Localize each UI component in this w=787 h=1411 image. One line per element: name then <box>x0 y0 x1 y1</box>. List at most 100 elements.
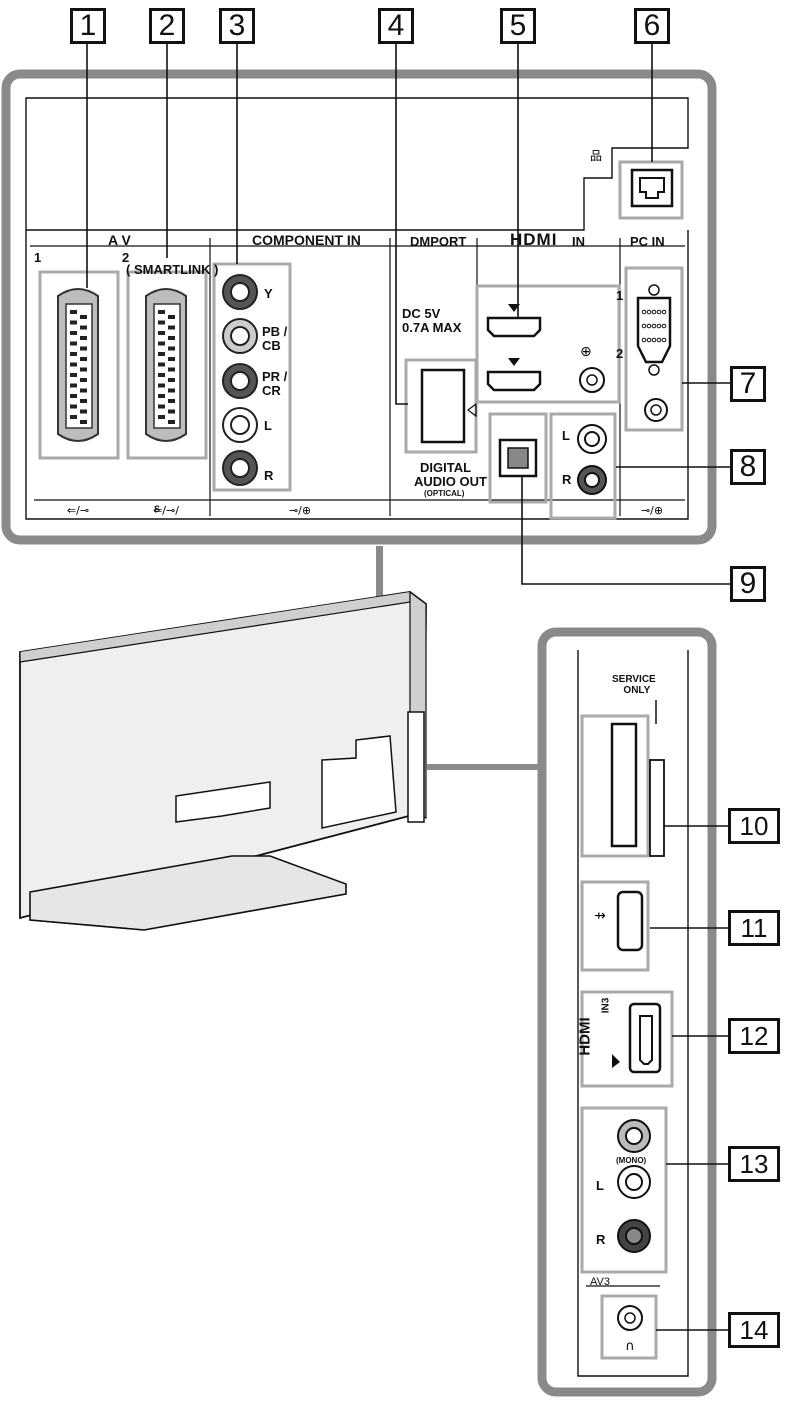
vga-pin <box>656 309 662 315</box>
lan-port <box>630 168 674 208</box>
vga-pin <box>641 337 647 343</box>
scart-pin <box>70 352 77 356</box>
dmport-connector <box>420 368 466 444</box>
component-pb-label: PB / <box>262 324 288 339</box>
av3-label: AV3 <box>590 1276 610 1288</box>
callout-13: 13 <box>728 1146 780 1182</box>
vga-pin <box>641 323 647 329</box>
rear-panel-inner-bottom <box>25 230 689 520</box>
hdmi-in3-port <box>628 1002 662 1074</box>
scart-pin <box>80 325 87 330</box>
pc-vga-connector <box>636 296 672 364</box>
callout-10: 10 <box>728 808 780 844</box>
vga-pin <box>661 337 667 343</box>
hdmi-in-label: IN <box>572 234 585 249</box>
dc-rating-line1: DC 5V <box>402 306 441 321</box>
scart-pin <box>80 399 87 403</box>
vga-pin <box>661 309 667 315</box>
hdmi-in3-logo: HDMI <box>576 1017 594 1056</box>
scart-pin <box>168 357 175 361</box>
mono-label: (MONO) <box>616 1156 647 1165</box>
hdmi-port-2 <box>486 370 542 392</box>
hdmi-port1-number: 1 <box>616 288 624 303</box>
scart-pin <box>158 383 165 388</box>
scart-pin <box>80 388 87 393</box>
card-slot <box>610 722 638 848</box>
av-header: A V <box>108 232 131 248</box>
hdmi-port-1 <box>486 316 542 338</box>
side-panel-inner-outline <box>577 650 689 1377</box>
hdmi-rear-group <box>475 284 621 404</box>
component-l-label: L <box>264 418 272 433</box>
component-jack-l <box>222 407 258 443</box>
scart-pin <box>70 415 77 419</box>
smartlink-label: ( SMARTLINK ) <box>126 262 219 277</box>
scart-pin <box>168 367 175 372</box>
scart-pin <box>70 331 77 335</box>
digital-audio-line3: (OPTICAL) <box>424 489 465 498</box>
hdmi-in3-frame <box>580 990 674 1088</box>
dc-rating-line2: 0.7A MAX <box>402 320 462 335</box>
vga-pin <box>646 309 652 315</box>
dmport-arrow-icon <box>467 402 477 418</box>
pc-footer-symbol: ⊸/⊕ <box>641 504 663 517</box>
scart-av1-pins <box>70 310 87 424</box>
vga-pins <box>641 309 667 343</box>
scart-pin <box>168 409 175 414</box>
pc-in-group <box>624 266 684 432</box>
scart-pin <box>70 310 77 314</box>
scart-pin <box>158 320 165 325</box>
callout-1: 1 <box>70 8 106 44</box>
scart-pin <box>80 357 87 361</box>
hdmi-logo: HDMI <box>510 230 558 249</box>
usb-port <box>616 890 644 952</box>
scart-pin <box>70 383 77 388</box>
callout-14: 14 <box>728 1312 780 1348</box>
scart-pin <box>158 331 165 335</box>
component-jack-group <box>212 262 292 492</box>
scart-pin <box>80 378 87 382</box>
av2-number: 2 <box>122 250 130 265</box>
scart-pin <box>80 315 87 319</box>
headphone-icon: ∩ <box>625 1339 635 1354</box>
tv-illustration <box>19 546 545 931</box>
service-only-label: SERVICE ONLY <box>612 674 656 696</box>
usb-icon: ⇸ <box>594 908 606 924</box>
component-jack-pr <box>222 363 258 399</box>
service-only-line1: SERVICE <box>612 674 656 685</box>
rear-panel: ⊕ 品 ⇐/⊸ ⇐/⊸/ ⊸/⊕ ⊸/⊕ <box>1 69 717 545</box>
av2-footer-symbol: ⇐/⊸/ <box>153 504 179 517</box>
rear-panel-outer-frame <box>1 69 717 545</box>
callout-5: 5 <box>500 8 536 44</box>
scart-pin <box>80 346 87 351</box>
scart-pin <box>70 320 77 325</box>
callout-3: 3 <box>219 8 255 44</box>
scart-pin <box>158 352 165 356</box>
side-leader-lines <box>650 825 728 1331</box>
card-slot-frame <box>580 714 650 858</box>
av3-frame <box>580 1106 668 1274</box>
audio-out-r-label: R <box>562 472 572 487</box>
scart-pin <box>80 409 87 414</box>
vga-pin <box>661 323 667 329</box>
callout-6: 6 <box>634 8 670 44</box>
scart-pin <box>70 373 77 377</box>
hdmi-in3-suffix: IN3 <box>600 997 612 1014</box>
optical-out-frame <box>488 412 548 504</box>
component-y-label: Y <box>264 286 273 301</box>
component-header: COMPONENT IN <box>252 232 361 248</box>
scart-av1 <box>38 270 120 460</box>
callout-4: 4 <box>378 8 414 44</box>
component-jack-r <box>222 450 258 486</box>
scart-pin <box>70 404 77 409</box>
tv-stand-neck <box>175 781 271 823</box>
scart-pin <box>158 341 165 346</box>
tv-pointer-line-side <box>427 764 545 770</box>
scart-pin <box>168 336 175 340</box>
scart-pin <box>168 325 175 330</box>
component-jack-y <box>222 274 258 310</box>
side-panel: ⇸ ∩ <box>537 627 728 1397</box>
component-jack-pb <box>222 318 258 354</box>
